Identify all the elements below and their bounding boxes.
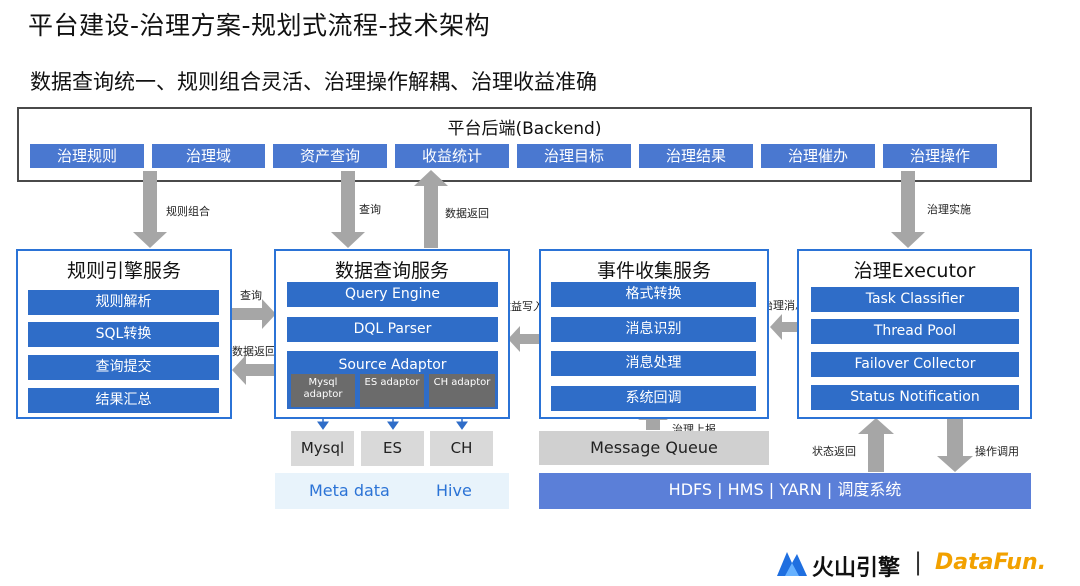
mysql-adaptor: Mysql adaptor <box>291 374 355 407</box>
tab-governance-result: 治理结果 <box>639 144 753 168</box>
format-convert: 格式转换 <box>551 282 756 307</box>
label-gov-impl: 治理实施 <box>927 203 971 216</box>
dql-parser: DQL Parser <box>287 317 498 342</box>
label-gov-msg: 治理消息 <box>762 299 806 312</box>
arrow-rule-combo <box>133 171 167 248</box>
arrow-gov-impl <box>891 171 925 248</box>
footer-brand-datafun: DataFun. <box>935 550 1047 575</box>
meta-data-label: Meta data <box>309 481 390 500</box>
arrow-op-call <box>937 418 973 472</box>
query-submit: 查询提交 <box>28 355 219 380</box>
rule-engine-title: 规则引擎服务 <box>66 260 181 282</box>
arrow-gov-msg <box>770 314 800 340</box>
sql-convert: SQL转换 <box>28 322 219 347</box>
label-rule-combo: 规则组合 <box>166 205 210 218</box>
db-es: ES <box>361 431 424 466</box>
db-mysql: Mysql <box>291 431 354 466</box>
label-status-return: 状态返回 <box>812 445 856 458</box>
tab-governance-target: 治理目标 <box>517 144 631 168</box>
arrow-status-return <box>858 418 894 472</box>
label-data-return-mid: 数据返回 <box>232 345 276 358</box>
result-aggregate: 结果汇总 <box>28 388 219 413</box>
label-data-return-top: 数据返回 <box>445 207 489 220</box>
tab-governance-urge: 治理催办 <box>761 144 875 168</box>
task-classifier: Task Classifier <box>811 287 1019 312</box>
page-title: 平台建设-治理方案-规划式流程-技术架构 <box>28 11 491 40</box>
arrow-data-return-left <box>232 355 276 385</box>
adaptor-link-ch-head <box>456 421 468 430</box>
adaptor-link-es-head <box>387 421 399 430</box>
arrow-data-return-up <box>414 170 448 248</box>
db-ch: CH <box>430 431 493 466</box>
label-query-mid: 查询 <box>240 289 262 302</box>
label-income-write: 收益写入 <box>500 300 544 313</box>
tab-governance-rules: 治理规则 <box>30 144 144 168</box>
page-subtitle: 数据查询统一、规则组合灵活、治理操作解耦、治理收益准确 <box>30 70 597 94</box>
query-engine: Query Engine <box>287 282 498 307</box>
system-callback: 系统回调 <box>551 386 756 411</box>
msg-process: 消息处理 <box>551 351 756 376</box>
ch-adaptor: CH adaptor <box>429 374 495 407</box>
executor-title: 治理Executor <box>853 260 976 282</box>
label-query-top: 查询 <box>359 203 381 216</box>
msg-identify: 消息识别 <box>551 317 756 342</box>
adaptor-link-mysql-head <box>317 421 329 430</box>
hdfs-bar: HDFS | HMS | YARN | 调度系统 <box>539 473 1031 509</box>
arrow-query-down <box>331 171 365 248</box>
status-notification: Status Notification <box>811 385 1019 410</box>
message-queue: Message Queue <box>539 431 769 465</box>
thread-pool: Thread Pool <box>811 319 1019 344</box>
failover-collector: Failover Collector <box>811 352 1019 377</box>
volcano-logo-icon <box>777 552 807 576</box>
arrow-query-right <box>232 299 276 329</box>
tab-income-stats: 收益统计 <box>395 144 509 168</box>
footer-separator: | <box>914 548 923 576</box>
arrow-income-write <box>508 326 540 352</box>
hive-label: Hive <box>436 481 472 500</box>
backend-title: 平台后端(Backend) <box>447 119 602 139</box>
es-adaptor: ES adaptor <box>360 374 424 407</box>
footer-brand-volcano: 火山引擎 <box>812 556 901 581</box>
rule-parse: 规则解析 <box>28 290 219 315</box>
tab-governance-ops: 治理操作 <box>883 144 997 168</box>
tab-asset-query: 资产查询 <box>273 144 387 168</box>
data-query-title: 数据查询服务 <box>334 260 449 282</box>
tab-governance-domain: 治理域 <box>152 144 265 168</box>
event-collect-title: 事件收集服务 <box>596 260 711 282</box>
meta-hive-bar <box>275 473 509 509</box>
label-op-call: 操作调用 <box>975 445 1019 458</box>
